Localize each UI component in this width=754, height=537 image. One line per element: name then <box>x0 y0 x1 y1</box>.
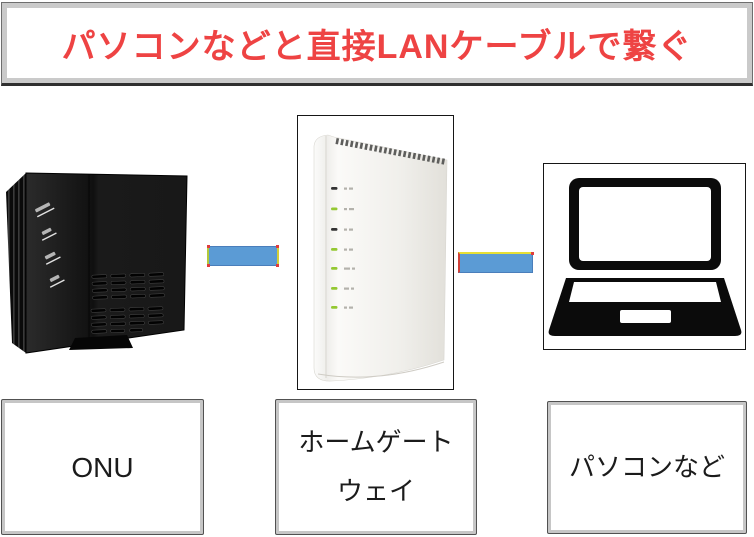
gateway-led-captions <box>344 187 355 309</box>
home-gateway-device-image <box>297 115 454 390</box>
gateway-status-leds <box>331 187 338 309</box>
onu-vent-slats <box>90 272 165 334</box>
onu-label: ONU <box>71 451 134 483</box>
gateway-label-line1: ホームゲート <box>298 427 454 457</box>
lan-cable-connector-1 <box>207 245 279 267</box>
pc-label: パソコンなど <box>568 452 725 482</box>
laptop-keyboard <box>569 282 721 302</box>
connector-corner-mark <box>531 252 534 255</box>
lan-cable-connector-2 <box>458 252 534 273</box>
gateway-body <box>313 134 448 382</box>
onu-device-image <box>5 160 200 355</box>
onu-device-graphic <box>6 172 188 354</box>
title-banner: パソコンなどと直接LANケーブルで繋ぐ <box>1 2 753 86</box>
onu-body <box>25 172 188 354</box>
gateway-bottom-curve <box>317 361 445 378</box>
home-gateway-graphic <box>313 134 448 382</box>
label-box-onu: ONU <box>2 400 203 534</box>
connector-corner-mark <box>207 264 210 267</box>
onu-led-labels <box>35 202 65 288</box>
label-box-home-gateway: ホームゲート ウェイ <box>276 400 476 534</box>
label-box-pc: パソコンなど <box>548 402 746 533</box>
page-title: パソコンなどと直接LANケーブルで繋ぐ <box>61 27 693 66</box>
onu-side-ribs <box>6 173 26 353</box>
laptop-touchpad <box>620 310 671 323</box>
gateway-label-line2: ウェイ <box>336 476 415 506</box>
laptop-icon <box>548 178 742 336</box>
gateway-top-vent <box>335 138 447 165</box>
connector-corner-mark <box>276 264 279 267</box>
connector-corner-mark <box>276 245 279 248</box>
laptop-image <box>543 163 746 350</box>
onu-stand <box>69 335 133 350</box>
connector-corner-mark <box>207 245 210 248</box>
laptop-screen <box>579 187 711 261</box>
